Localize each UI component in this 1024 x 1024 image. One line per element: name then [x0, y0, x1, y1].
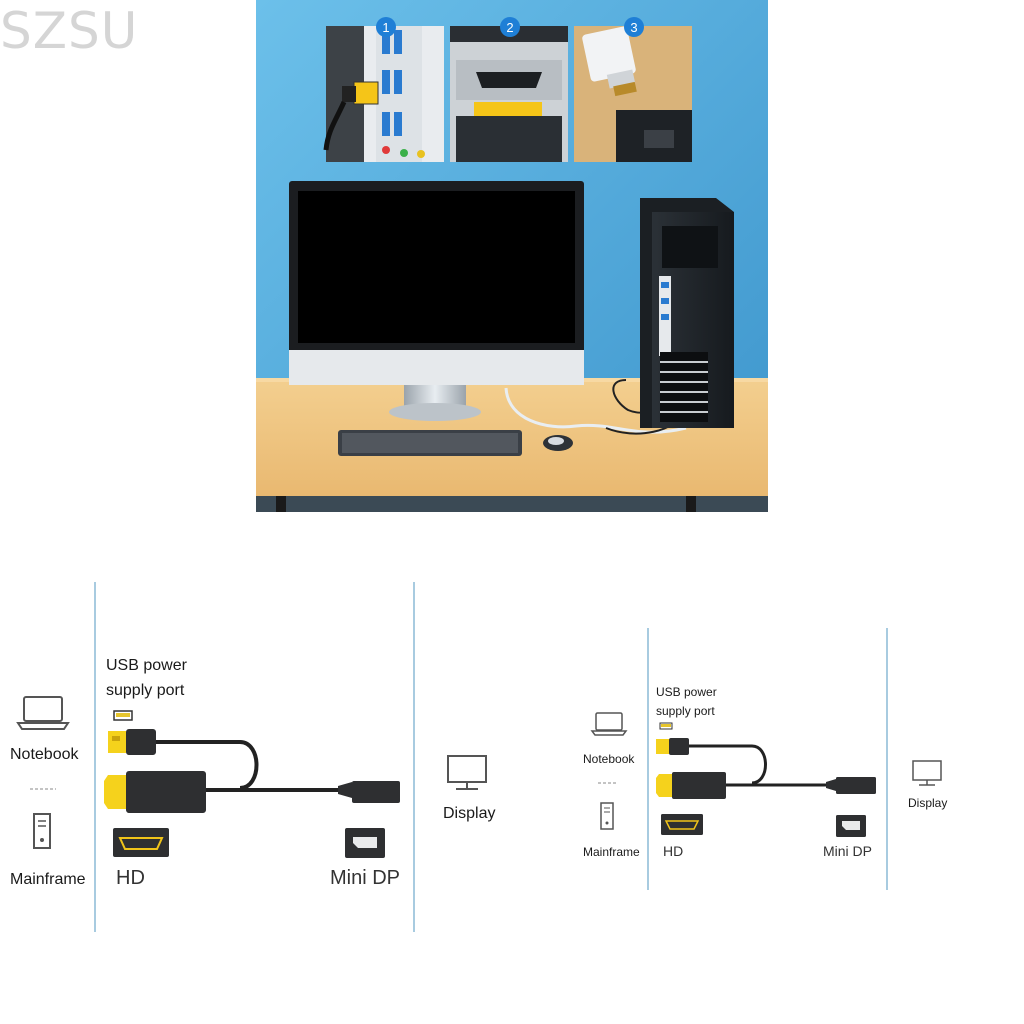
hd-label: HD [116, 867, 145, 889]
inset-mini-dp: 3 [574, 17, 692, 162]
mini-dp-label: Mini DP [330, 867, 401, 889]
laptop-icon [16, 696, 70, 730]
mini-dp-port-icon-small [836, 815, 866, 837]
mini-dp-label-small: Mini DP [823, 843, 873, 859]
monitor [289, 181, 584, 421]
step-3-label: 3 [630, 20, 637, 35]
hdmi-port-icon-small [661, 814, 703, 835]
monitor-icon [447, 755, 487, 790]
mini-dp-connector-icon [338, 781, 400, 803]
notebook-label-small: Notebook [583, 752, 635, 766]
tower-pc-icon-small [600, 802, 614, 830]
step-2-label: 2 [506, 20, 513, 35]
product-photo: 1 2 3 [256, 0, 768, 512]
watermark: SZSU [0, 2, 139, 60]
notebook-label: Notebook [10, 746, 79, 763]
hdmi-port-icon [113, 828, 169, 857]
tower-pc-icon [33, 813, 51, 849]
mainframe-label-small: Mainframe [583, 845, 640, 859]
usb-power-label-line2: supply port [106, 682, 185, 699]
usb-power-label-line1-small: USB power [656, 685, 717, 699]
pc-tower [640, 198, 734, 428]
keyboard [338, 430, 522, 456]
inset-hdmi-port: 2 [450, 17, 568, 162]
display-label-small: Display [908, 796, 948, 810]
usb-connector-icon-small [656, 738, 689, 755]
usb-cable [156, 740, 259, 790]
usb-power-label-line2-small: supply port [656, 704, 715, 718]
monitor-icon-small [912, 760, 942, 786]
usb-port-icon-small [659, 722, 673, 730]
inset-usb-ports: 1 [323, 17, 444, 162]
mainframe-label: Mainframe [10, 871, 86, 888]
hdmi-connector-icon-small [656, 772, 726, 799]
laptop-icon-small [590, 712, 628, 736]
hdmi-connector-icon [104, 771, 206, 813]
usb-power-label-line1: USB power [106, 657, 187, 674]
usb-cable-small [689, 744, 767, 785]
usb-port-icon [113, 710, 133, 721]
display-label: Display [443, 805, 496, 822]
usb-connector-icon [108, 729, 156, 755]
mini-dp-port-icon [345, 828, 385, 858]
desk-edge [256, 496, 768, 512]
step-1-label: 1 [382, 20, 389, 35]
mini-dp-connector-icon-small [826, 777, 876, 794]
hd-label-small: HD [663, 843, 684, 859]
